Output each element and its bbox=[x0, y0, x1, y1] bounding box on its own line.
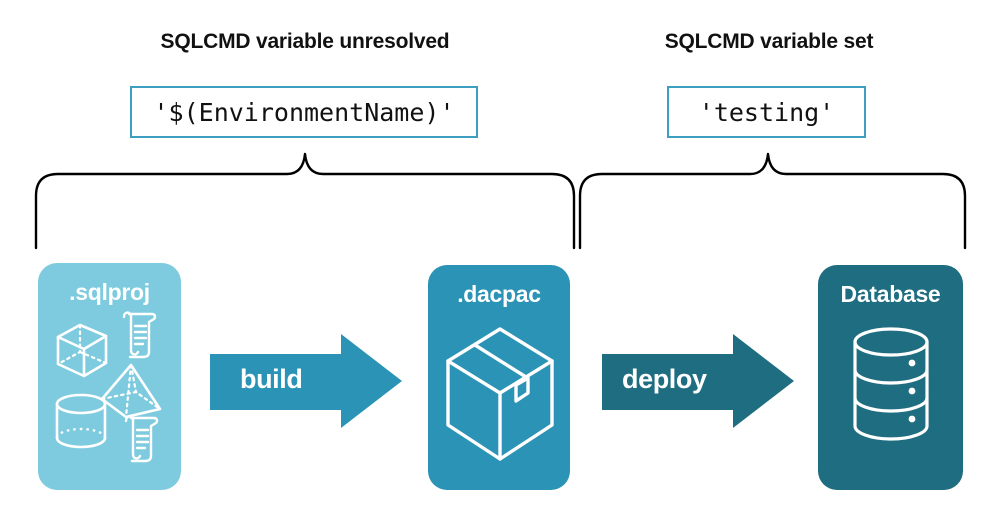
stage-box-dacpac: .dacpac bbox=[428, 265, 570, 490]
code-chip-environment-name: '$(EnvironmentName)' bbox=[130, 86, 478, 138]
scroll-icon bbox=[122, 311, 157, 359]
cube-icon bbox=[56, 323, 108, 378]
brace-right bbox=[578, 152, 967, 250]
stage-box-database: Database bbox=[818, 265, 963, 490]
brace-left bbox=[34, 152, 576, 250]
heading-sqlcmd-variable-unresolved: SQLCMD variable unresolved bbox=[160, 30, 450, 53]
stage-label-dacpac: .dacpac bbox=[457, 281, 541, 307]
arrow-build-label: build bbox=[240, 364, 303, 394]
arrow-build-shape bbox=[210, 334, 402, 428]
database-icon-group bbox=[818, 311, 963, 486]
arrow-deploy-label: deploy bbox=[622, 364, 707, 394]
arrow-deploy: deploy bbox=[598, 330, 798, 432]
scroll-icon bbox=[124, 415, 159, 463]
database-cylinder-icon bbox=[853, 327, 929, 441]
arrow-build: build bbox=[206, 330, 406, 432]
dacpac-icon-group bbox=[428, 311, 570, 486]
code-chip-testing: 'testing' bbox=[667, 86, 866, 138]
stage-box-sqlproj: .sqlproj bbox=[38, 263, 181, 490]
package-box-icon bbox=[446, 327, 554, 461]
stage-label-sqlproj: .sqlproj bbox=[69, 279, 150, 305]
sqlproj-icon-group bbox=[38, 309, 181, 486]
heading-sqlcmd-variable-set: SQLCMD variable set bbox=[664, 30, 874, 53]
stage-label-database: Database bbox=[840, 281, 941, 307]
cylinder-icon bbox=[55, 393, 107, 449]
arrow-deploy-shape bbox=[602, 334, 794, 428]
